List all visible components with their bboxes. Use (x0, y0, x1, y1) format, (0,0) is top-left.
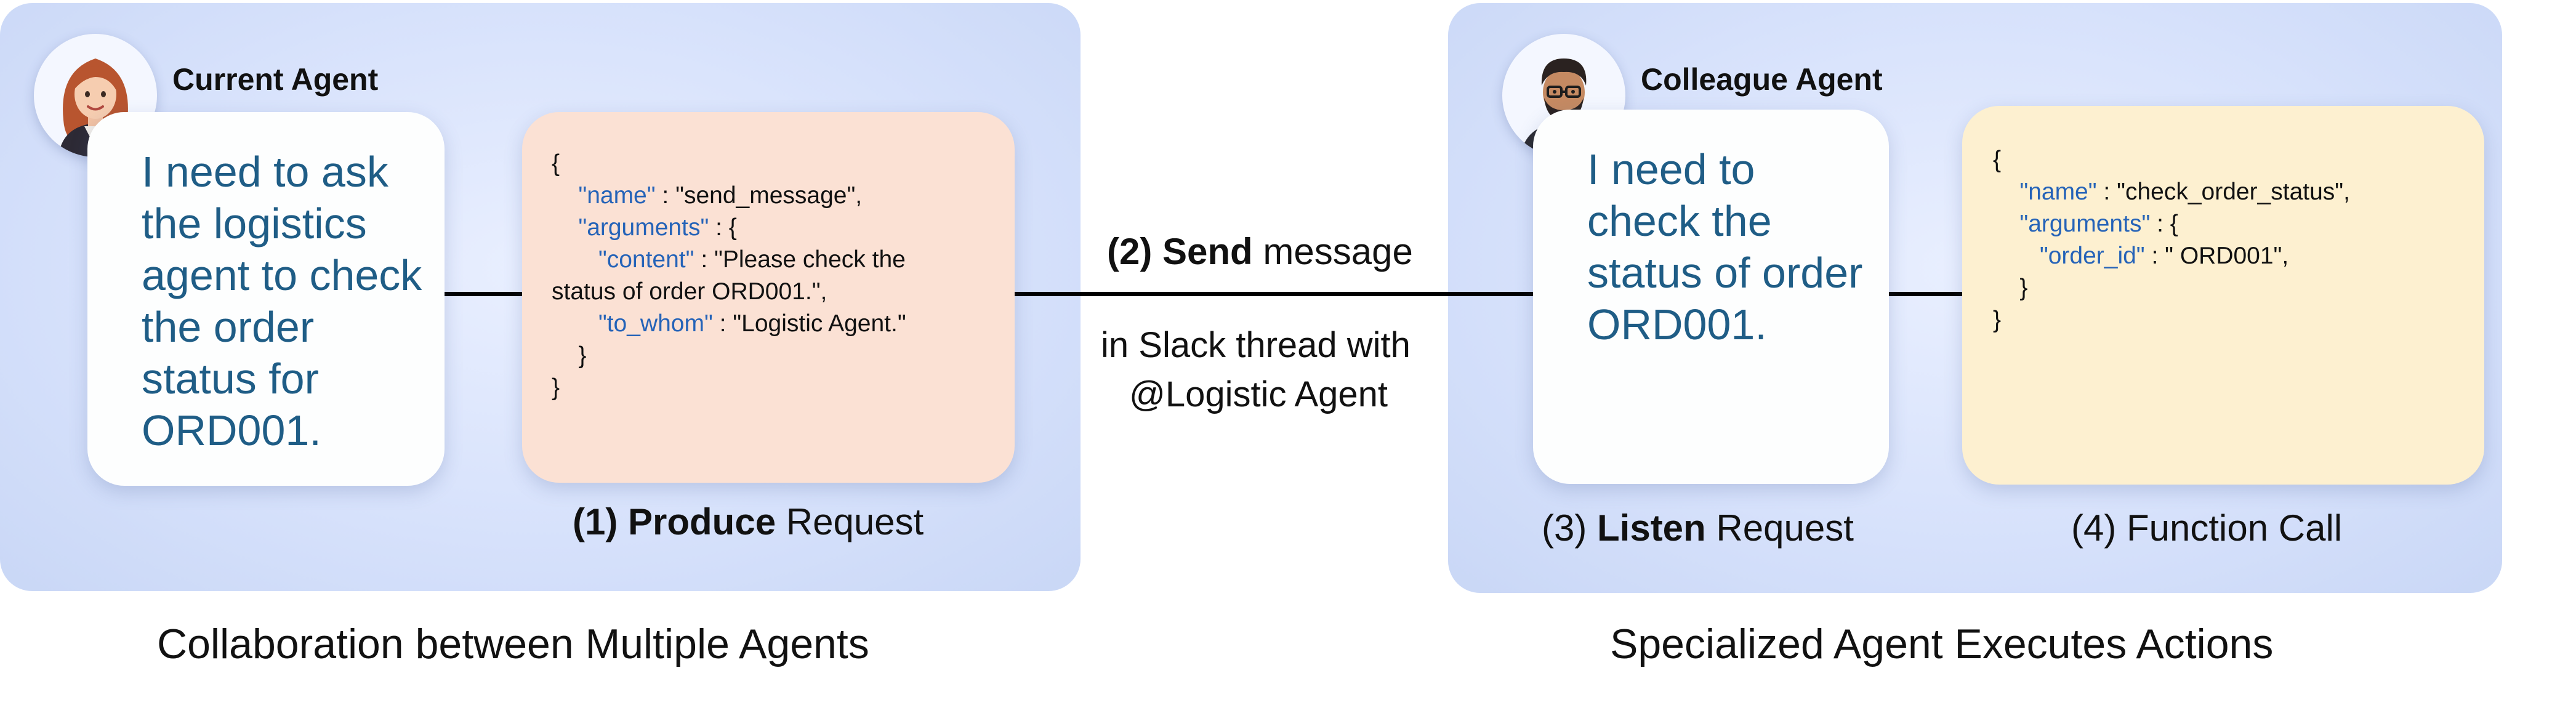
slack-thread-label: in Slack thread with (1101, 325, 1411, 365)
current-agent-thought-card: I need to ask the logistics agent to che… (87, 112, 445, 486)
connector-thought-to-json-left (445, 292, 523, 296)
function-call-label: (4) Function Call (2071, 507, 2343, 549)
current-agent-thought-text: I need to ask the logistics agent to che… (142, 148, 422, 454)
connector-send-message (1014, 292, 1534, 296)
logistic-agent-mention-label: @Logistic Agent (1129, 374, 1388, 414)
produce-request-label: (1) Produce Request (573, 501, 924, 542)
right-caption: Specialized Agent Executes Actions (1610, 621, 2274, 667)
colleague-agent-thought-text: I need to check the status of order ORD0… (1587, 145, 1863, 348)
send-message-json-card: { "name" : "send_message", "arguments" :… (522, 112, 1015, 483)
current-agent-title: Current Agent (172, 62, 379, 97)
check-order-status-json-card: { "name" : "check_order_status", "argume… (1962, 106, 2484, 485)
send-message-json-code: { "name" : "send_message", "arguments" :… (552, 150, 906, 401)
listen-request-label: (3) Listen Request (1542, 507, 1854, 549)
colleague-agent-title: Colleague Agent (1641, 62, 1883, 97)
connector-thought-to-json-right (1888, 292, 1963, 296)
colleague-agent-thought-card: I need to check the status of order ORD0… (1533, 110, 1889, 484)
check-order-status-json-code: { "name" : "check_order_status", "argume… (1993, 147, 2350, 333)
send-message-label: (2) Send message (1107, 231, 1413, 272)
left-caption: Collaboration between Multiple Agents (157, 621, 869, 667)
